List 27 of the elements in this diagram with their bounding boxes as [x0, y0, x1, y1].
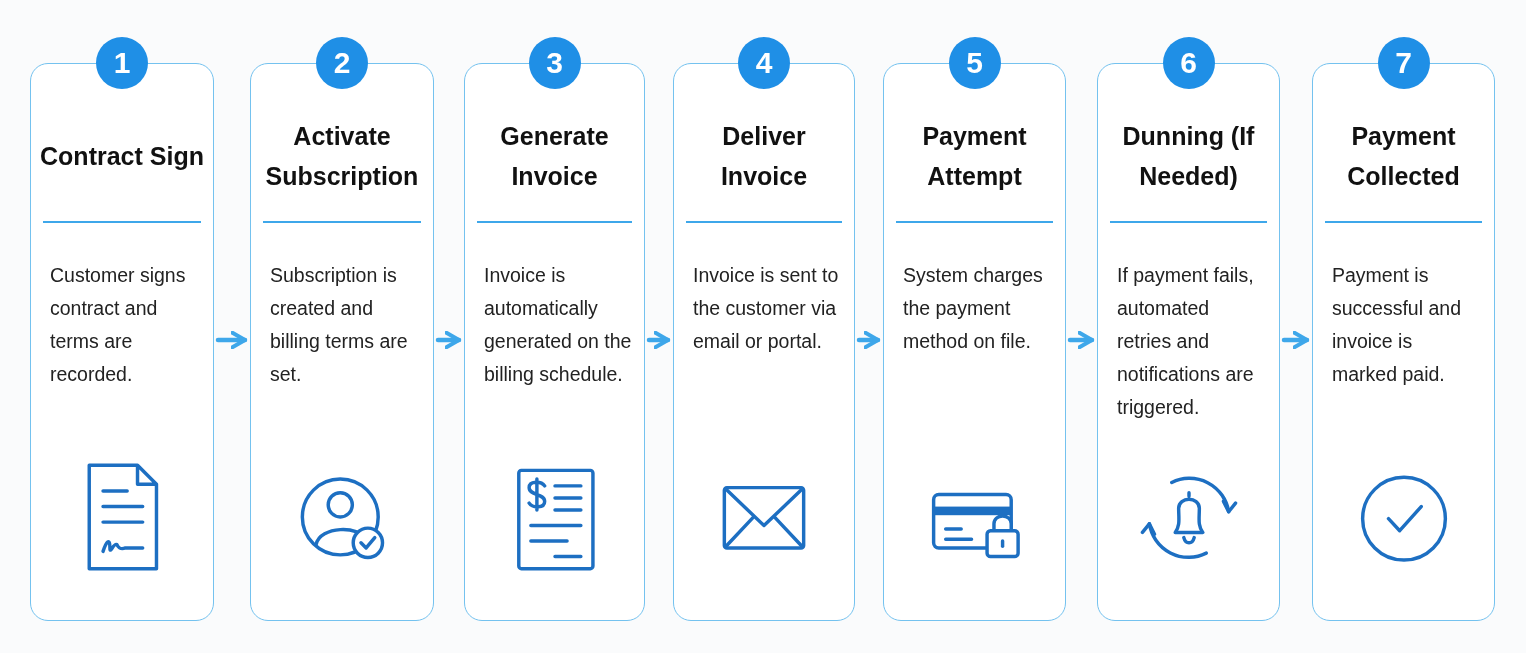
- step-title: Payment Attempt: [921, 121, 1028, 192]
- arrow: [1281, 330, 1310, 350]
- step-title: Dunning (If Needed): [1121, 121, 1256, 192]
- step-title: Activate Subscription: [264, 121, 420, 192]
- step-title: Generate Invoice: [499, 121, 610, 192]
- arrow: [435, 330, 462, 350]
- step-number: 6: [1162, 37, 1215, 89]
- step-title: Deliver Invoice: [719, 121, 809, 192]
- step-description: If payment fails, automated retries and notifications are triggered.: [1117, 263, 1255, 420]
- step-description: Customer signs contract and terms are recorded.: [50, 263, 187, 387]
- step-number: 4: [738, 37, 790, 89]
- step-description: Payment is successful and invoice is marked paid.: [1332, 263, 1462, 387]
- arrow: [1067, 330, 1095, 350]
- step-title: Contract Sign: [40, 141, 204, 172]
- step-description: Subscription is created and billing terms are set.: [270, 263, 409, 387]
- arrow: [856, 330, 881, 350]
- arrow: [215, 330, 248, 350]
- step-title: Payment Collected: [1346, 121, 1461, 192]
- step-description: Invoice is automatically generated on the billing schedule.: [484, 263, 632, 387]
- step-number: 2: [316, 37, 368, 89]
- step-number: 7: [1377, 37, 1430, 89]
- step-description: System charges the payment method on file.: [903, 263, 1044, 354]
- step-number: 5: [948, 37, 1001, 89]
- step-description: Invoice is sent to the customer via email or portal.: [693, 263, 840, 354]
- step-number: 1: [96, 37, 148, 89]
- step-number: 3: [528, 37, 581, 89]
- arrow: [646, 330, 671, 350]
